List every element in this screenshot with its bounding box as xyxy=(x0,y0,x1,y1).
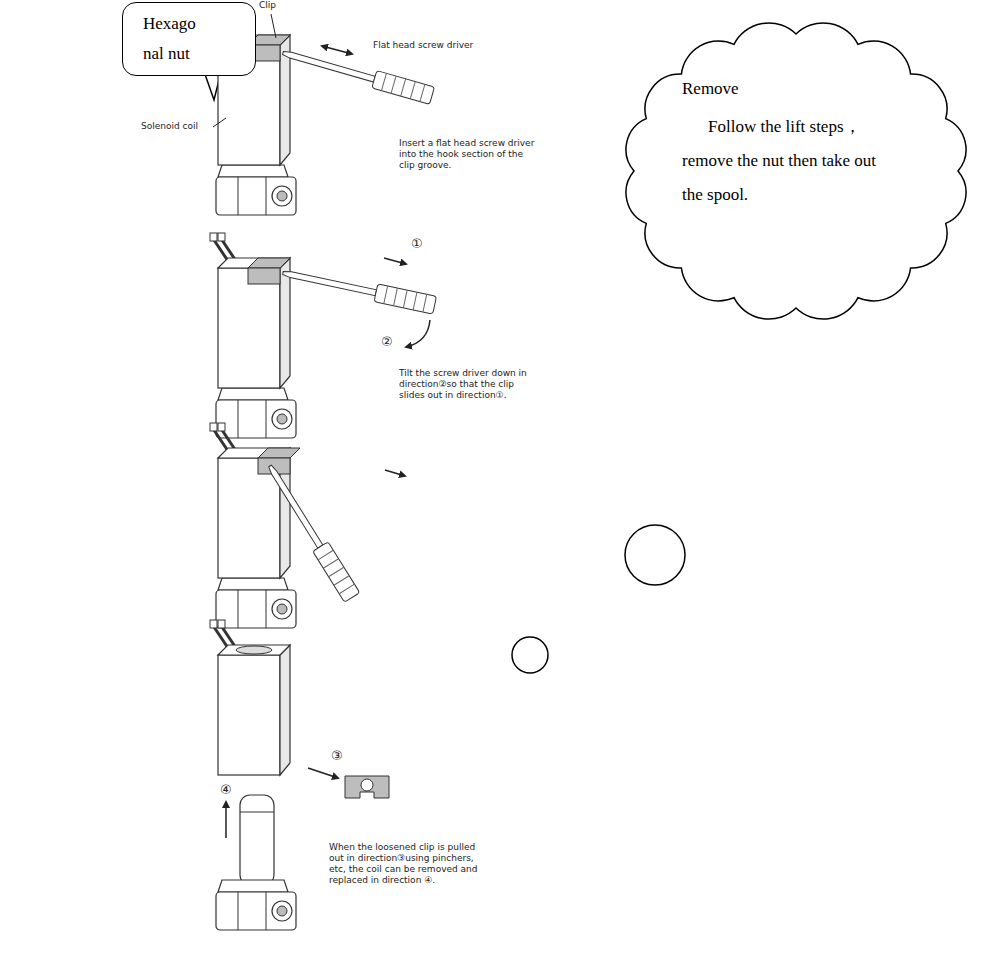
callout-heading: Remove xyxy=(682,72,739,106)
callout-text: Hexago nal nut xyxy=(143,9,215,69)
motion-arrow xyxy=(322,46,352,54)
solenoid-coil xyxy=(210,620,290,775)
cloud-outline xyxy=(610,10,982,332)
motion-arrow xyxy=(225,802,227,838)
cloud-callout: RemoveFollow the lift steps， remove the … xyxy=(610,10,982,332)
tilt-arrow xyxy=(406,320,430,347)
cloud-shape xyxy=(626,23,966,319)
part-label: Clip xyxy=(258,0,277,11)
clip xyxy=(258,448,300,474)
valve-body xyxy=(216,165,296,215)
thought-bubble xyxy=(625,525,685,585)
callout-text: Follow the lift steps， remove the nut th… xyxy=(682,110,887,212)
instruction-note: Tilt the screw driver down in direction②… xyxy=(398,368,540,401)
screw-driver xyxy=(281,44,435,104)
valve-body xyxy=(216,880,296,930)
motion-arrow xyxy=(385,470,405,476)
valve-body xyxy=(216,578,296,628)
screw-driver xyxy=(262,461,359,602)
leader-line xyxy=(271,14,276,38)
clip-hole xyxy=(361,779,373,791)
screw-driver xyxy=(281,264,436,314)
callout-number: ① xyxy=(410,236,424,252)
loose-clip xyxy=(345,776,389,798)
tube-band xyxy=(240,812,274,813)
solenoid-coil xyxy=(210,233,290,388)
solenoid-coil xyxy=(210,423,290,578)
callout-number: ④ xyxy=(219,782,233,798)
motion-arrow xyxy=(308,768,338,778)
valve-body xyxy=(216,388,296,438)
thought-bubble xyxy=(512,637,548,673)
part-label: Flat head screw driver xyxy=(372,40,474,51)
part-label: Solenoid coil xyxy=(140,121,199,132)
coil-bore xyxy=(236,646,272,654)
clip xyxy=(248,258,290,284)
instruction-note: When the loosened clip is pulled out in … xyxy=(328,842,480,886)
plunger-tube xyxy=(240,795,274,885)
callout-number: ② xyxy=(380,334,394,350)
speech-callout: Hexago nal nut xyxy=(122,2,256,76)
leader-line xyxy=(213,118,226,127)
motion-arrow xyxy=(384,258,406,264)
instruction-note: Insert a flat head screw driver into the… xyxy=(398,138,540,171)
callout-number: ③ xyxy=(330,748,344,764)
